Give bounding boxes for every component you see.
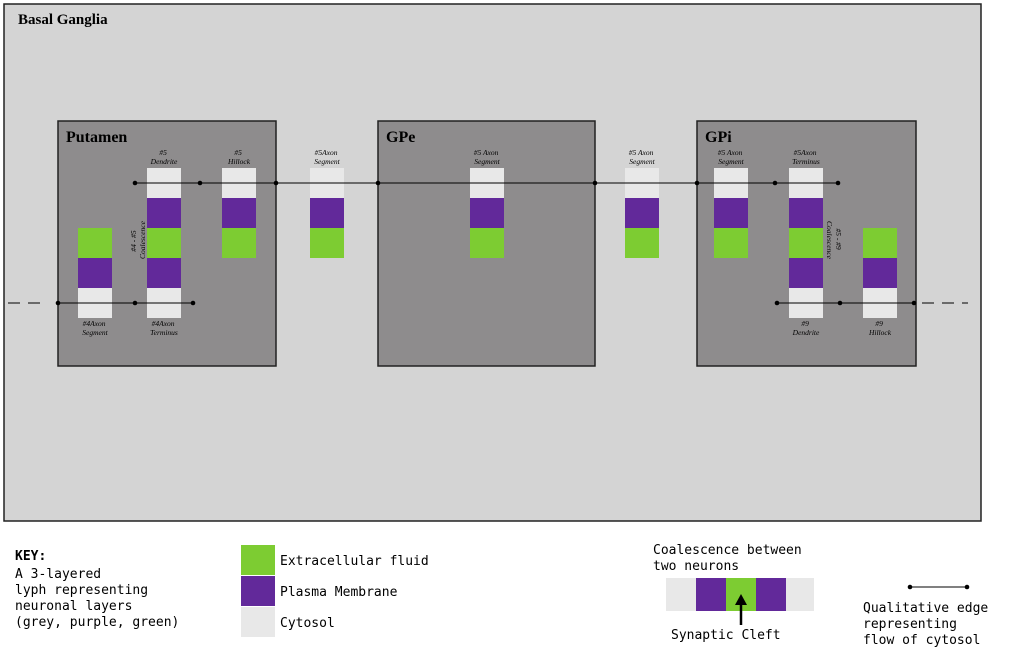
lyph-gpi-hillock9 (863, 228, 897, 318)
edge-nodes (55, 180, 917, 306)
lyph-putamen-dendrite (147, 168, 181, 228)
key-item-cytosol: Cytosol (280, 616, 335, 631)
swatch-membrane (241, 576, 275, 606)
gpi-title: GPi (705, 129, 732, 146)
key-edge-sample (907, 584, 970, 590)
key-synaptic-label: Synaptic Cleft (671, 628, 781, 643)
label-axon5-a: #5Axon Segment (314, 148, 340, 166)
label-gpi-terminus: #5Axon Terminus (792, 148, 820, 166)
lyph-axon5-segment-a (310, 168, 344, 258)
lyph-putamen-hillock (222, 168, 256, 258)
putamen-title: Putamen (66, 129, 127, 146)
key-coalescence-title: Coalescence between two neurons (653, 543, 810, 574)
swatch-cytosol (241, 607, 275, 637)
key-item-membrane: Plasma Membrane (280, 585, 398, 600)
key-swatches (241, 545, 275, 637)
label-axon5-b: #5 Axon Segment (629, 148, 656, 166)
gpe-title: GPe (386, 129, 415, 146)
lyph-gpi-axon-segment (714, 168, 748, 258)
region-title: Basal Ganglia (18, 12, 108, 28)
label-gpi-dendrite9: #9 Dendrite (792, 319, 820, 337)
label-gpi-axon: #5 Axon Segment (718, 148, 745, 166)
lyph-putamen-axon4 (78, 228, 112, 318)
synaptic-cleft-arrow (735, 594, 747, 625)
key-coalescence-lyph (666, 578, 814, 611)
label-coalescence-4-5: #4 - #5 Coalescence (129, 220, 147, 259)
key-title: KEY: (15, 549, 46, 564)
label-p-dendrite: #5 Dendrite (150, 148, 178, 166)
key-item-extracellular: Extracellular fluid (280, 554, 429, 569)
key-description: A 3-layered lyph representing neuronal l… (15, 567, 179, 630)
label-p-terminus4: #4Axon Terminus (150, 319, 178, 337)
key-edge-label: Qualitative edge representing flow of cy… (863, 601, 996, 648)
label-gpe-axon: #5 Axon Segment (474, 148, 501, 166)
label-coalescence-5-9: #5 - #9 Coalescence (825, 221, 843, 260)
lyph-coalescence-4-5 (147, 228, 181, 318)
lyph-coalescence-5-9 (789, 168, 823, 318)
label-p-hillock: #5 Hillock (227, 148, 251, 166)
lyph-axon5-segment-b (625, 168, 659, 258)
label-gpi-hillock9: #9 Hillock (868, 319, 892, 337)
cytosol-flow-edges (8, 182, 968, 304)
label-p-axon4: #4Axon Segment (82, 319, 108, 337)
lyph-gpe-axon-segment (470, 168, 504, 258)
swatch-extracellular (241, 545, 275, 575)
